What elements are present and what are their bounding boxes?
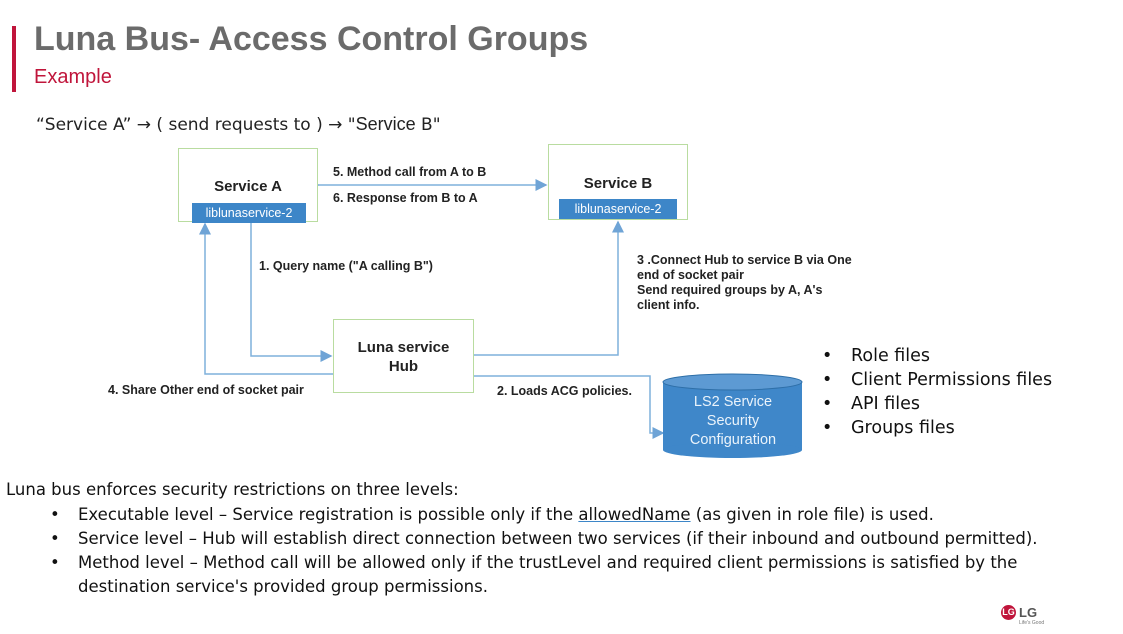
database-label: LS2 Service Security Configuration	[664, 393, 802, 450]
database-cylinder	[662, 373, 803, 458]
connect-hub-line-2: end of socket pair	[637, 268, 744, 282]
connect-hub-bold: One	[827, 253, 852, 267]
list-item: •API files	[822, 394, 921, 414]
list-item: •Method level – Method call will be allo…	[50, 553, 1018, 596]
slide-subtitle: Example	[34, 66, 112, 88]
list-item: •Executable level – Service registration…	[50, 505, 934, 524]
connect-hub-text: 3 .Connect Hub to service B via	[637, 253, 828, 267]
database-line-3: Configuration	[689, 432, 777, 448]
lg-logo: LG LG	[1001, 605, 1037, 620]
list-item: •Service level – Hub will establish dire…	[50, 529, 1038, 548]
connect-hub-line-4: client info.	[637, 298, 700, 312]
list-item: •Role files	[822, 346, 931, 366]
allowed-name-link: allowedName	[578, 505, 691, 524]
arrow-query-name	[250, 222, 333, 362]
service-a-lib: liblunaservice-2	[192, 203, 306, 223]
lg-tagline: Life's Good	[1019, 620, 1045, 626]
database-line-2: Security	[706, 413, 760, 429]
hub-line-1: Luna service	[357, 339, 450, 356]
arrow-connect-hub	[474, 220, 624, 356]
label-share-socket: 4. Share Other end of socket pair	[108, 383, 304, 397]
list-item: •Groups files	[822, 418, 955, 438]
service-a-title: Service A	[214, 178, 282, 195]
label-loads-acg: 2. Loads ACG policies.	[497, 384, 632, 398]
luna-hub-box: Luna service Hub	[333, 319, 474, 393]
lg-logo-mark: LG	[1001, 605, 1016, 620]
title-accent-bar	[12, 26, 16, 92]
service-a-box: Service A liblunaservice-2	[178, 148, 318, 223]
service-b-box: Service B liblunaservice-2	[548, 144, 688, 220]
database-line-1: LS2 Service	[693, 394, 773, 410]
hub-line-2: Hub	[388, 358, 419, 375]
label-response: 6. Response from B to A	[333, 191, 478, 205]
service-b-title: Service B	[583, 175, 653, 192]
list-item: •Client Permissions files	[822, 370, 1053, 390]
file-list: •Role files •Client Permissions files •A…	[822, 344, 1052, 440]
flow-part-1: “Service A” → ( send requests to ) → "	[36, 115, 356, 135]
enforcement-intro: Luna bus enforces security restrictions …	[6, 480, 459, 499]
flow-service-b: Service	[355, 114, 416, 134]
request-flow-text: “Service A” → ( send requests to ) → "Se…	[36, 114, 441, 135]
label-method-call: 5. Method call from A to B	[333, 165, 487, 179]
label-connect-hub: 3 .Connect Hub to service B via One end …	[637, 253, 852, 313]
enforcement-levels: •Executable level – Service registration…	[48, 503, 1108, 599]
lg-logo-text: LG	[1019, 605, 1038, 620]
slide-title: Luna Bus- Access Control Groups	[34, 20, 589, 58]
service-b-lib: liblunaservice-2	[559, 199, 677, 219]
flow-part-2: B"	[415, 115, 441, 135]
connect-hub-line-3: Send required groups by A, A's	[637, 283, 823, 297]
label-query-name: 1. Query name ("A calling B")	[259, 259, 433, 273]
arrow-load-acg	[474, 375, 665, 439]
arrow-share-socket	[199, 222, 333, 375]
